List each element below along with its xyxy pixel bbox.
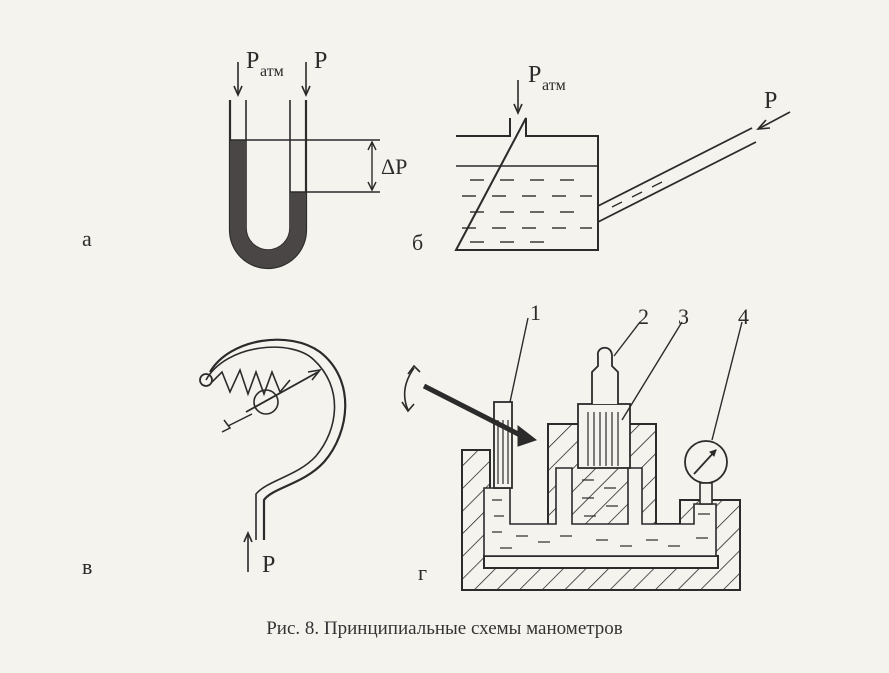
inclined-tube-manometer [454, 80, 791, 251]
label-delta-p: ΔP [381, 154, 407, 179]
figure-caption: Рис. 8. Принципиальные схемы манометров [266, 618, 623, 639]
label-p-v: P [262, 552, 275, 578]
label-p-atm-b: P [528, 62, 541, 88]
label-num-4: 4 [738, 304, 749, 329]
label-p-atm-sub-a: атм [260, 63, 284, 80]
label-num-2: 2 [638, 304, 649, 329]
label-num-3: 3 [678, 304, 689, 329]
manometer-fluid [230, 140, 306, 268]
label-p-b: P [764, 88, 777, 114]
u-tube-manometer [228, 62, 380, 270]
label-g: г [418, 560, 427, 585]
liquid-dashes [462, 179, 592, 243]
label-num-1: 1 [530, 300, 541, 325]
label-p-atm-a: P [246, 48, 259, 74]
deadweight-tester [401, 317, 743, 591]
bourdon-tube-manometer [199, 338, 347, 572]
label-p-a: P [314, 48, 327, 74]
label-b: б [412, 230, 423, 255]
label-v: в [82, 554, 92, 579]
label-p-atm-sub-b: атм [542, 77, 566, 94]
label-a: а [82, 226, 92, 251]
tester-fluid-dashes [492, 479, 710, 549]
